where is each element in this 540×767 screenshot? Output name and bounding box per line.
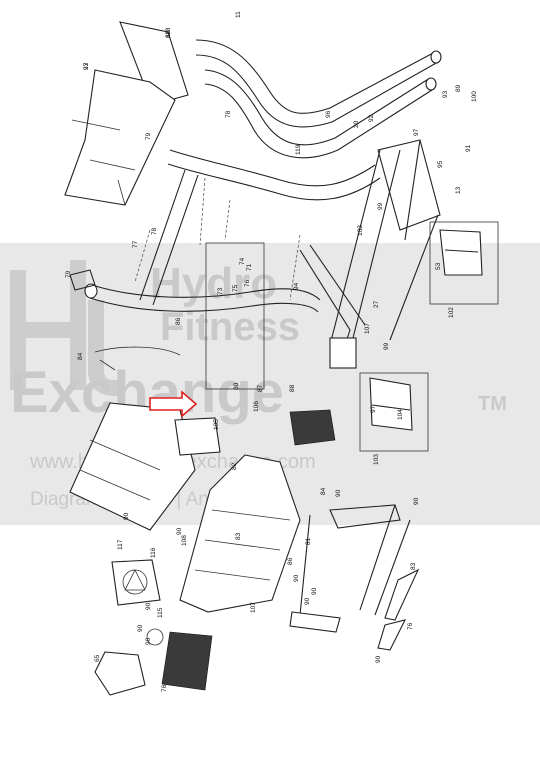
callout-90: 90	[311, 587, 318, 595]
callout-117: 117	[117, 539, 124, 550]
callout-118: 118	[165, 27, 172, 38]
callout-100: 100	[471, 91, 478, 102]
callout-73: 73	[217, 287, 224, 295]
detail-box-102	[429, 221, 499, 305]
callout-79: 79	[65, 270, 72, 278]
motor-assembly	[94, 559, 213, 696]
callout-80: 80	[233, 382, 240, 390]
callout-106: 106	[253, 401, 260, 412]
callout-103: 103	[357, 225, 364, 236]
callout-labels: 23 118 11 78 79 119 77 78 79 84 20 73 74 75 76 80 71 96 94…	[65, 11, 478, 692]
callout-74: 74	[239, 257, 246, 265]
callout-23: 23	[83, 62, 90, 70]
callout-90: 90	[413, 497, 420, 505]
callout-90: 90	[375, 655, 382, 663]
callout-89: 89	[455, 84, 462, 92]
callout-20: 20	[353, 120, 360, 128]
callout-53: 53	[435, 262, 442, 270]
callout-84: 84	[77, 352, 84, 360]
callout-71: 71	[246, 263, 253, 271]
callout-11: 11	[235, 11, 242, 18]
callout-83: 83	[235, 532, 242, 540]
callout-68: 68	[165, 30, 172, 38]
callout-79: 79	[145, 132, 152, 140]
callout-76: 76	[161, 684, 168, 692]
callout-90: 90	[176, 527, 183, 535]
lower-crossbar	[69, 269, 321, 313]
callout-87: 87	[257, 384, 264, 392]
base-frame	[179, 454, 420, 651]
callout-96: 96	[325, 110, 332, 118]
callout-90: 90	[137, 624, 144, 632]
callout-97: 97	[83, 62, 90, 70]
callout-119: 119	[295, 144, 302, 155]
callout-103: 103	[373, 454, 380, 465]
callout-97: 97	[370, 405, 377, 413]
callout-90: 90	[304, 597, 311, 605]
callout-102: 102	[448, 307, 455, 318]
callout-13: 13	[455, 186, 462, 194]
callout-81: 81	[305, 537, 312, 545]
callout-95: 95	[437, 160, 444, 168]
callout-94: 94	[293, 282, 300, 290]
watermark-hydro: Hydro	[150, 259, 277, 308]
callout-93: 93	[442, 90, 449, 98]
callout-108: 108	[181, 535, 188, 546]
handrail-tubes	[195, 39, 442, 159]
detail-box-103	[359, 372, 429, 452]
callout-27: 27	[373, 300, 380, 308]
callout-104: 104	[397, 409, 404, 420]
callout-77: 77	[132, 240, 139, 248]
watermark-tm: TM	[478, 393, 507, 415]
callout-90: 90	[293, 574, 300, 582]
callout-90: 90	[123, 512, 130, 520]
callout-105: 105	[213, 419, 220, 430]
callout-91: 91	[465, 144, 472, 152]
callout-90: 90	[335, 489, 342, 497]
callout-78: 78	[225, 110, 232, 118]
callout-97: 97	[413, 128, 420, 136]
callout-65: 65	[94, 654, 101, 662]
callout-86: 86	[287, 557, 294, 565]
callout-107: 107	[250, 602, 257, 613]
callout-78: 78	[151, 227, 158, 235]
callout-90: 90	[145, 637, 152, 645]
callout-88: 88	[289, 384, 296, 392]
watermark-logo	[10, 260, 124, 396]
callout-83: 83	[410, 562, 417, 570]
callout-107: 107	[364, 323, 371, 334]
callout-75: 75	[232, 284, 239, 292]
callout-92: 92	[368, 114, 375, 122]
callout-116: 116	[150, 547, 157, 558]
callout-84: 84	[320, 487, 327, 495]
console-tray-part	[64, 21, 189, 206]
callout-82: 82	[231, 462, 238, 470]
callout-90: 90	[145, 602, 152, 610]
watermark-fitness: Fitness	[160, 305, 300, 349]
callout-99: 99	[377, 202, 384, 210]
callout-76: 76	[244, 279, 251, 287]
callout-76: 76	[407, 622, 414, 630]
callout-115: 115	[157, 607, 164, 618]
highlight-arrow	[149, 390, 198, 418]
callout-86: 86	[175, 317, 182, 325]
callout-99: 99	[383, 342, 390, 350]
detail-box-upright	[205, 242, 265, 390]
